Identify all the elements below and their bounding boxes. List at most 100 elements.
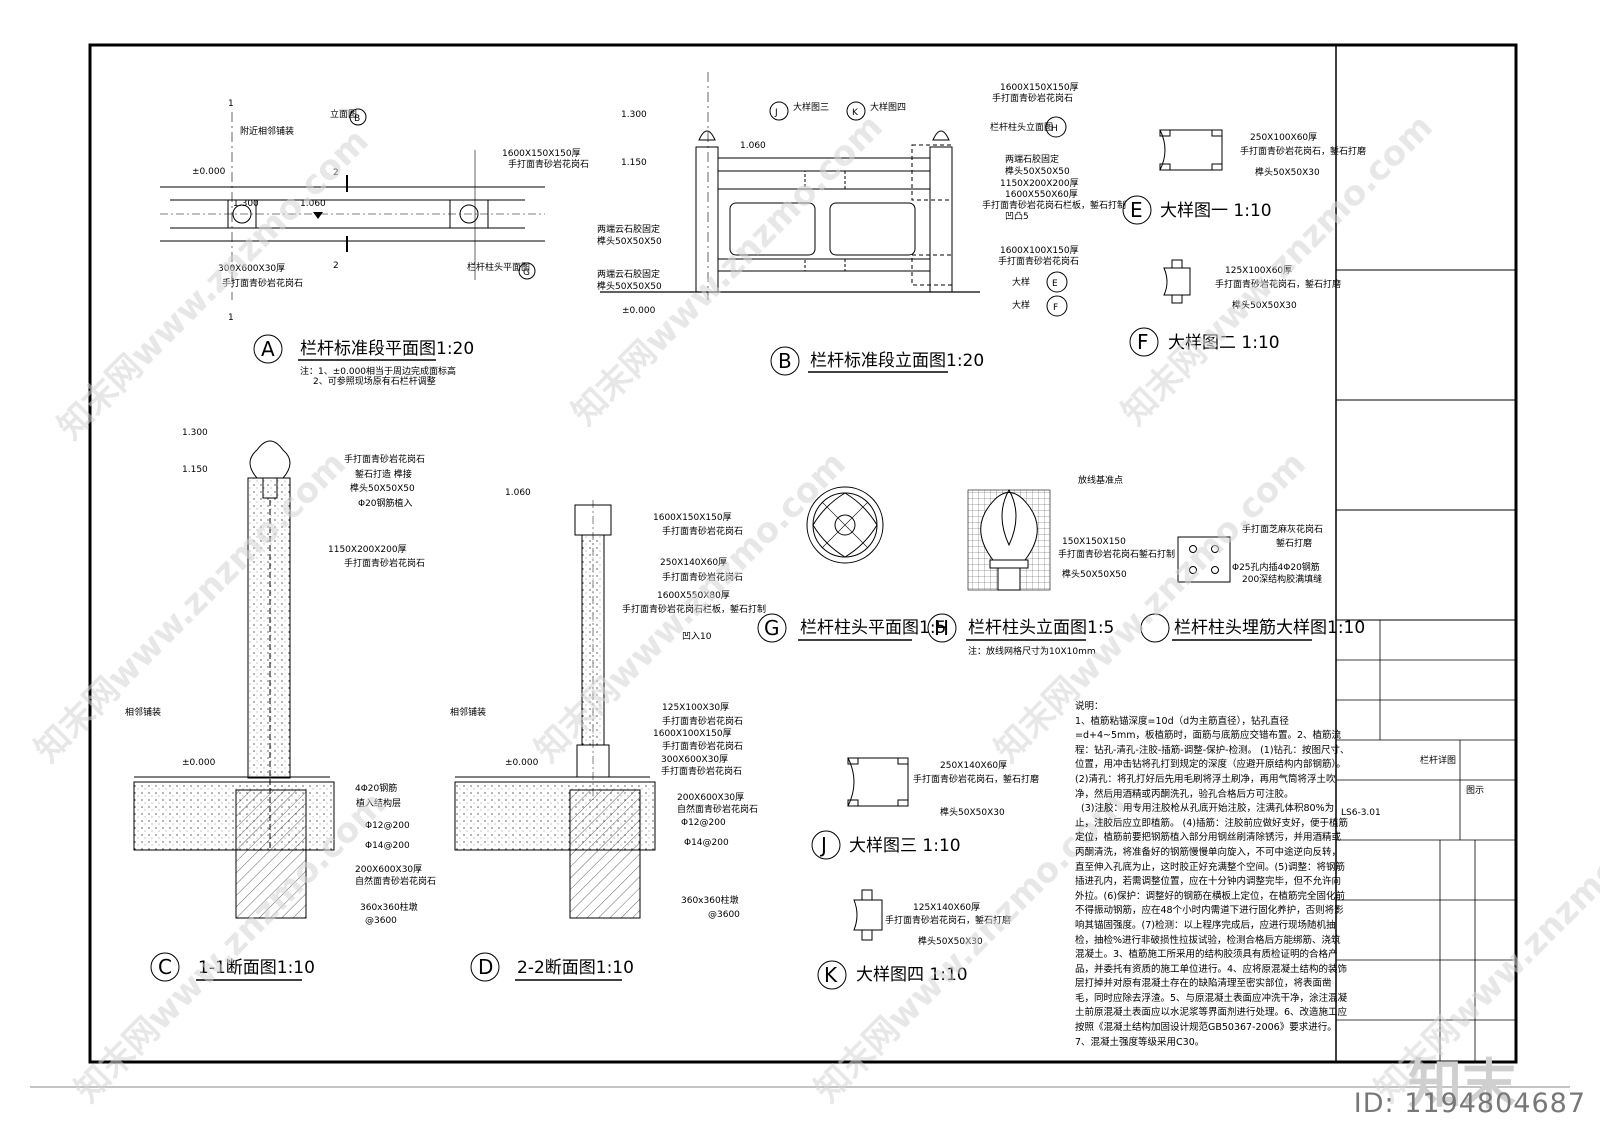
b-label-4: 榫头50X50X50 — [1005, 165, 1070, 177]
view-j-letter: J — [819, 833, 827, 857]
d-label-10: Φ14@200 — [684, 838, 729, 848]
c-label-c1: 4Φ20钢筋 — [355, 782, 397, 794]
b-level-1060: 1.060 — [740, 141, 766, 151]
level-1300-label: 1.300 — [233, 199, 259, 209]
b-label-6: 1600X550X60厚 — [1005, 189, 1078, 200]
embed-label-1: 手打面芝麻灰花岗石 — [1242, 523, 1323, 535]
section-marker-1-bottom: 1 — [228, 313, 234, 323]
c-label-b2: 手打面青砂岩花岗石 — [344, 557, 425, 569]
d-label-6b: 手打面青砂岩花岗石 — [662, 740, 743, 752]
image-id: ID: 1194804687 — [1353, 1088, 1586, 1119]
embed-label-3: Φ25孔内插4Φ20钢筋 — [1232, 561, 1320, 573]
c-label-c5: 200X600X30厚 — [355, 864, 422, 875]
b-label-1b: 手打面青砂岩花岗石 — [992, 92, 1073, 104]
ref-k-title: 大样图四 — [870, 101, 906, 113]
b-level-1300: 1.300 — [621, 110, 647, 120]
k-label-1: 125X140X60厚 — [913, 902, 980, 913]
c-label-b1: 1150X200X200厚 — [328, 544, 407, 555]
d-label-2b: 手打面青砂岩花岗石 — [662, 571, 743, 583]
j-label-2: 手打面青砂岩花岗石，錾石打磨 — [913, 773, 1039, 785]
level-1060-label: 1.060 — [300, 199, 326, 209]
ref-e-title: 大样 — [1012, 276, 1030, 288]
d-label-5: 125X100X30厚 — [662, 702, 729, 713]
d-label-2: 250X140X60厚 — [660, 557, 727, 568]
b-label-7: 1600X100X150厚 — [1000, 245, 1079, 256]
c-label-a3: 榫头50X50X50 — [350, 482, 415, 494]
section-marker-2-bottom: 2 — [333, 261, 339, 271]
c-level-1300: 1.300 — [182, 428, 208, 438]
view-k-title: 大样图四 1:10 — [856, 965, 968, 985]
c-label-c4: Φ14@200 — [365, 841, 410, 851]
f-label-3: 榫头50X50X30 — [1232, 299, 1297, 311]
d-label-11: 360x360柱墩 — [681, 894, 739, 906]
ref-h-tag: H — [1051, 124, 1058, 134]
view-h-elevation: 放线基准点 150X150X150 手打面青砂岩花岗石錾石打制 榫头50X50X… — [927, 474, 1175, 657]
d-level-0: ±0.000 — [505, 758, 539, 768]
j-label-1: 250X140X60厚 — [940, 760, 1007, 771]
elevation-ref-label: 立面图 — [330, 108, 357, 120]
d-level-1060: 1.060 — [505, 488, 531, 498]
near-paving-label: 附近相邻铺装 — [240, 125, 294, 137]
d-near-paving: 相邻铺装 — [450, 706, 486, 718]
view-b-title: 栏杆标准段立面图1:20 — [810, 351, 984, 371]
watermark-4: 知末网www.znzmo.com — [27, 444, 353, 770]
b-label-6c: 凹凸5 — [1005, 211, 1029, 222]
drawing-number: LS6-3.01 — [1341, 808, 1381, 818]
view-k-detail: 125X140X60厚 手打面青砂岩花岗石，錾石打磨 榫头50X50X30 K … — [817, 889, 1011, 990]
view-g-title: 栏杆柱头平面图1:5 — [800, 618, 946, 638]
view-embed-title: 栏杆柱头埋筋大样图1:10 — [1174, 618, 1365, 638]
view-e-letter: E — [1130, 198, 1143, 222]
rail-material-label: 手打面青砂岩花岗石 — [508, 158, 589, 170]
c-label-c2: 植入结构层 — [356, 797, 401, 809]
h-label-1: 150X150X150 — [1062, 537, 1126, 547]
b-level-1150: 1.150 — [621, 158, 647, 168]
view-d-section: 1.060 ±0.000 相邻铺装 1600X150X150厚 手打面青砂岩花岗… — [450, 488, 766, 982]
section-marker-2-top: 2 — [333, 168, 339, 178]
view-h-title: 栏杆柱头立面图1:5 — [968, 618, 1114, 638]
view-h-letter: H — [934, 616, 949, 640]
b-left-label-1: 两端云石胶固定 — [597, 223, 660, 235]
d-label-9: Φ12@200 — [681, 818, 726, 828]
view-post-embed: 手打面芝麻灰花岗石 錾石打磨 Φ25孔内插4Φ20钢筋 200深结构胶满填缝 栏… — [1140, 523, 1365, 643]
k-label-2: 手打面青砂岩花岗石，錾石打磨 — [885, 914, 1011, 926]
notes-heading: 说明： — [1075, 701, 1104, 712]
c-near-paving: 相邻铺装 — [125, 706, 161, 718]
d-label-12: @3600 — [708, 910, 740, 920]
e-label-2: 手打面青砂岩花岗石，錾石打磨 — [1240, 145, 1366, 157]
d-label-7b: 手打面青砂岩花岗石 — [661, 765, 742, 777]
d-label-6: 1600X100X150厚 — [653, 728, 732, 739]
d-label-3b: 手打面青砂岩花岗石栏板，錾石打制 — [622, 603, 766, 615]
b-left-label-2: 两端云石胶固定 — [597, 268, 660, 280]
view-b-elevation: 1.300 1.150 1.060 ±0.000 J 大样图三 K 大样图四 1… — [597, 72, 1126, 376]
view-h-note: 注：放线网格尺寸为10X10mm — [968, 645, 1096, 657]
rail-spec-label: 1600X150X150厚 — [502, 148, 581, 159]
e-label-1: 250X100X60厚 — [1250, 132, 1317, 143]
h-label-3: 榫头50X50X50 — [1062, 568, 1127, 580]
ref-g-tag: G — [523, 268, 530, 278]
j-label-3: 榫头50X50X30 — [940, 806, 1005, 818]
view-a-plan: 1 1 2 2 立面图 B 附近相邻铺装 ±0.000 1.300 1.060 … — [160, 99, 589, 387]
ref-j-tag: J — [774, 108, 778, 118]
construction-notes: 说明：1、植筋粘锚深度=10d（d为主筋直径），钻孔直径=d+4~5mm，板植筋… — [1075, 700, 1350, 1050]
c-level-0: ±0.000 — [182, 758, 216, 768]
d-label-1b: 手打面青砂岩花岗石 — [662, 525, 743, 537]
c-label-a4: Φ20钢筋植入 — [358, 497, 413, 509]
sheet-frame: 栏杆详图 图示 LS6-3.01 — [30, 43, 1570, 1088]
b-label-5: 1150X200X200厚 — [1000, 178, 1079, 189]
c-label-c3: Φ12@200 — [365, 821, 410, 831]
view-f-title: 大样图二 1:10 — [1168, 333, 1280, 353]
c-label-c8: @3600 — [365, 916, 397, 926]
ref-b-tag: B — [354, 114, 360, 124]
d-label-8b: 自然面青砂岩花岗石 — [677, 803, 758, 815]
c-level-1150: 1.150 — [182, 465, 208, 475]
ref-f-title: 大样 — [1012, 299, 1030, 311]
e-label-3: 榫头50X50X30 — [1255, 166, 1320, 178]
d-label-8: 200X600X30厚 — [677, 792, 744, 803]
view-j-title: 大样图三 1:10 — [849, 836, 961, 856]
embed-label-2: 錾石打磨 — [1276, 537, 1312, 549]
b-label-2: 栏杆柱头立面图 — [990, 121, 1053, 133]
b-left-label-1b: 榫头50X50X50 — [597, 235, 662, 247]
drawing-name: 栏杆详图 — [1420, 754, 1456, 766]
d-label-1: 1600X150X150厚 — [653, 512, 732, 523]
